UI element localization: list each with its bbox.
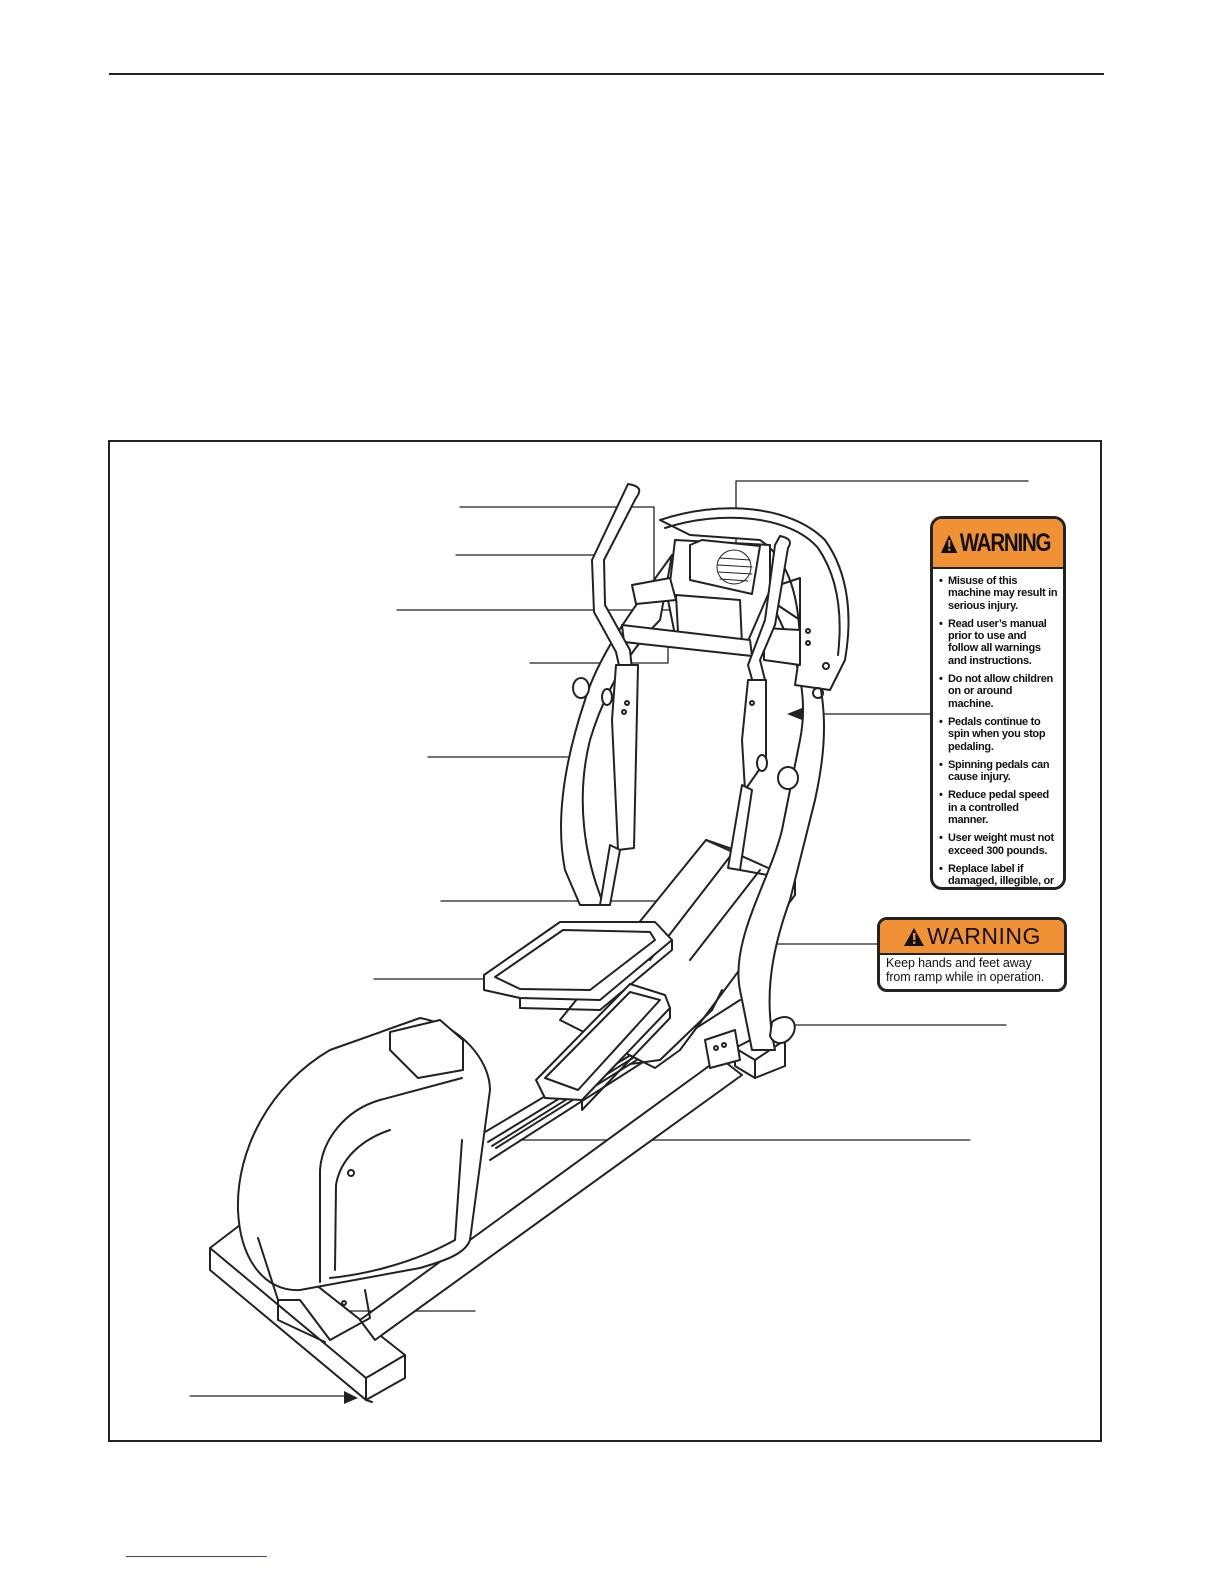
warning-body: Keep hands and feet away from ramp while… bbox=[880, 955, 1064, 984]
warning-triangle-icon bbox=[904, 927, 925, 946]
arm-left bbox=[591, 483, 641, 906]
warning-triangle-icon bbox=[940, 534, 958, 553]
warning-item: Pedals continue to spin when you stop pe… bbox=[939, 716, 1059, 753]
side-knobs bbox=[572, 677, 799, 790]
warning-item: Misuse of this machine may result in ser… bbox=[939, 575, 1059, 612]
warning-item: Reduce pedal speed in a controlled manne… bbox=[939, 789, 1059, 826]
warning-line: from ramp while in operation. bbox=[886, 969, 1045, 984]
warning-line: Keep hands and feet away bbox=[886, 956, 1032, 970]
warning-item: Do not allow children on or around machi… bbox=[939, 673, 1059, 710]
arm-right bbox=[727, 535, 791, 871]
warning-label-small: WARNING Keep hands and feet away from ra… bbox=[877, 917, 1067, 992]
pedal-right bbox=[535, 983, 723, 1111]
warning-item: Read user’s manual prior to use and foll… bbox=[939, 618, 1059, 667]
footer-link-underline[interactable] bbox=[126, 1556, 267, 1557]
callout-accessory-tray bbox=[459, 506, 655, 586]
flywheel-shroud bbox=[236, 1017, 491, 1343]
warning-item: User weight must not exceed 300 pounds. bbox=[939, 832, 1059, 857]
bracket-front bbox=[704, 1016, 796, 1069]
warning-header-text: WARNING bbox=[927, 923, 1041, 949]
warning-item: Spinning pedals can cause injury. bbox=[939, 759, 1059, 784]
pedal-left bbox=[483, 921, 673, 1011]
warning-header: WARNING bbox=[933, 519, 1063, 569]
figure-frame bbox=[108, 440, 1102, 1442]
console bbox=[621, 539, 811, 666]
speaker-grille bbox=[716, 549, 753, 585]
top-rule bbox=[109, 73, 1104, 75]
warning-label-large: WARNING Misuse of this machine may resul… bbox=[930, 516, 1066, 890]
warning-header-text: WARNING bbox=[959, 528, 1052, 557]
warning-list: Misuse of this machine may result in ser… bbox=[933, 575, 1063, 887]
warning-header: WARNING bbox=[880, 920, 1064, 955]
warning-item: Replace label if damaged, illegible, or … bbox=[939, 863, 1059, 887]
